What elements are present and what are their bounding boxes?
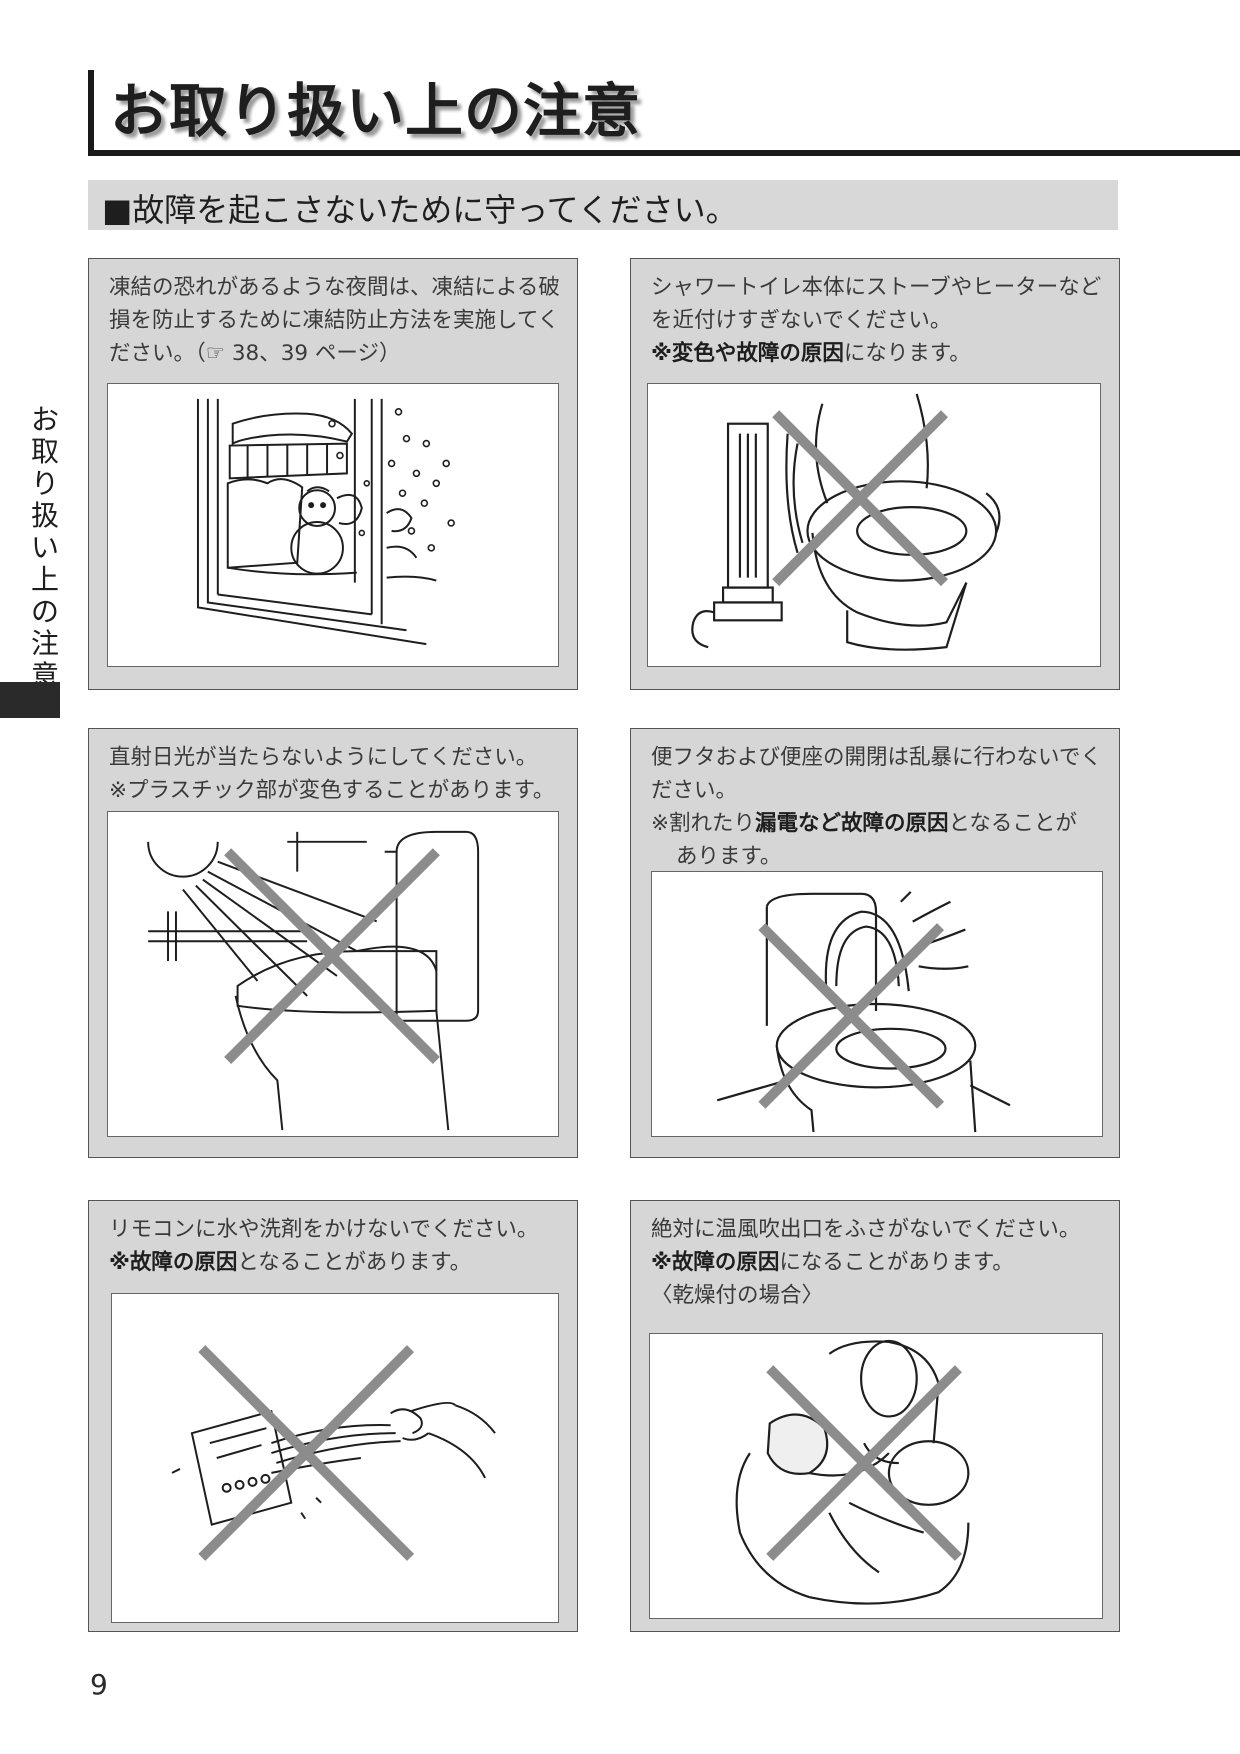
side-tab-label: お取り扱い上の注意	[30, 403, 59, 692]
card-note-pre: ※割れたり	[651, 811, 756, 836]
title-left-bar	[88, 70, 94, 156]
snowman-window-drawing	[196, 398, 455, 646]
card-note-emphasis: ※故障の原因	[109, 1250, 238, 1275]
card-text: 凍結の恐れがあるような夜間は、凍結による破損を防止するために凍結防止方法を実施し…	[109, 271, 561, 370]
card-sub-note: 〈乾燥付の場合〉	[651, 1283, 824, 1308]
page-title-area: お取り扱い上の注意	[88, 64, 1240, 156]
card-note-rest: になります。	[843, 341, 971, 366]
illustration-remote-water	[111, 1293, 559, 1623]
page-number: 9	[90, 1668, 108, 1701]
card-note-rest: となることがあります。	[237, 1250, 472, 1275]
card-instruction: 凍結の恐れがあるような夜間は、凍結による破損を防止するために凍結防止方法を実施し…	[109, 275, 560, 366]
card-instruction: シャワートイレ本体にストーブやヒーターなどを近付けすぎないでください。	[651, 275, 1102, 333]
caution-card-remote: リモコンに水や洗剤をかけないでください。 ※故障の原因となることがあります。	[88, 1200, 578, 1632]
caution-card-lid: 便フタおよび便座の開閉は乱暴に行わないでください。 ※割れたり漏電など故障の原因…	[630, 728, 1120, 1158]
sunlight-toilet-drawing	[147, 830, 480, 1131]
title-underline	[88, 150, 1240, 156]
card-instruction: 絶対に温風吹出口をふさがないでください。	[651, 1217, 1081, 1242]
illustration-sunlight-toilet	[107, 811, 559, 1137]
card-instruction: 便フタおよび便座の開閉は乱暴に行わないでください。	[651, 745, 1102, 803]
section-heading: ■故障を起こさないために守ってください。	[102, 191, 738, 229]
card-note: ※プラスチック部が変色することがあります。	[109, 778, 555, 803]
heater-toilet-drawing	[691, 393, 1001, 651]
caution-card-air-outlet: 絶対に温風吹出口をふさがないでください。 ※故障の原因になることがあります。 〈…	[630, 1200, 1120, 1632]
illustration-heater-toilet	[647, 383, 1101, 667]
caution-card-freezing: 凍結の恐れがあるような夜間は、凍結による破損を防止するために凍結防止方法を実施し…	[88, 258, 578, 690]
card-note-post: となることが	[948, 811, 1077, 836]
lid-slam-drawing	[716, 891, 1011, 1133]
caution-card-heater: シャワートイレ本体にストーブやヒーターなどを近付けすぎないでください。 ※変色や…	[630, 258, 1120, 690]
blocked-outlet-drawing	[735, 1339, 970, 1605]
caution-card-sunlight: 直射日光が当たらないようにしてください。 ※プラスチック部が変色することがありま…	[88, 728, 578, 1158]
card-text: リモコンに水や洗剤をかけないでください。 ※故障の原因となることがあります。	[109, 1213, 561, 1279]
card-instruction: 直射日光が当たらないようにしてください。	[109, 745, 538, 770]
illustration-blocked-outlet	[649, 1333, 1103, 1619]
card-note-continued: あります。	[676, 844, 782, 869]
card-note: ※故障の原因になることがあります。	[651, 1246, 1103, 1279]
card-note-emphasis: ※変色や故障の原因	[651, 341, 844, 366]
page-title: お取り扱い上の注意	[110, 77, 642, 145]
card-text: 便フタおよび便座の開閉は乱暴に行わないでください。 ※割れたり漏電など故障の原因…	[651, 741, 1103, 873]
card-instruction: リモコンに水や洗剤をかけないでください。	[109, 1217, 539, 1242]
card-text: 直射日光が当たらないようにしてください。 ※プラスチック部が変色することがありま…	[109, 741, 561, 807]
card-note: ※変色や故障の原因になります。	[651, 337, 1103, 370]
card-note-emphasis: 漏電など故障の原因	[755, 811, 949, 836]
remote-water-drawing	[171, 1345, 496, 1561]
card-note-rest: になることがあります。	[779, 1250, 1014, 1275]
card-note: ※故障の原因となることがあります。	[109, 1246, 561, 1279]
illustration-snow-window	[107, 383, 559, 667]
card-text: 絶対に温風吹出口をふさがないでください。 ※故障の原因になることがあります。 〈…	[651, 1213, 1103, 1312]
illustration-lid-slam	[651, 871, 1103, 1137]
card-note-emphasis: ※故障の原因	[651, 1250, 780, 1275]
card-text: シャワートイレ本体にストーブやヒーターなどを近付けすぎないでください。 ※変色や…	[651, 271, 1103, 370]
side-tab-marker	[0, 682, 60, 718]
section-band: ■故障を起こさないために守ってください。	[88, 180, 1118, 230]
card-note: ※割れたり漏電など故障の原因となることが	[651, 807, 1103, 840]
